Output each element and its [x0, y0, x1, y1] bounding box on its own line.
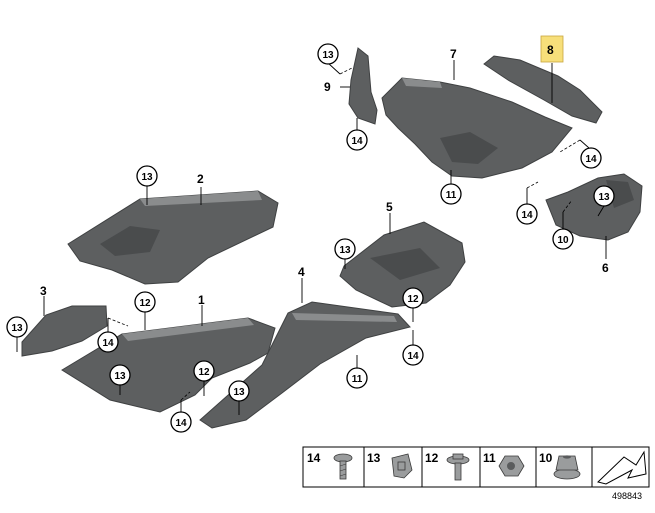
leader-lines [16, 60, 607, 415]
callout-13-f: 13 [593, 185, 615, 207]
direction-arrow-icon [597, 450, 647, 485]
bolt-washer-icon [446, 453, 470, 481]
svg-text:11: 11 [446, 190, 457, 201]
callout-13-d: 13 [228, 380, 250, 402]
legend-label-10: 10 [539, 451, 553, 465]
clip-nut-icon [391, 453, 413, 479]
svg-text:14: 14 [175, 418, 187, 429]
callout-12-a: 12 [134, 291, 156, 313]
callout-13-b: 13 [6, 316, 28, 338]
label-part-8: 8 [547, 43, 554, 57]
callout-11-b: 11 [440, 183, 462, 205]
callout-13-g: 13 [317, 43, 339, 65]
hex-nut-icon [498, 455, 525, 477]
legend-label-14: 14 [307, 451, 321, 465]
svg-text:14: 14 [585, 154, 597, 165]
svg-text:14: 14 [102, 338, 114, 349]
callout-14-e: 14 [580, 147, 602, 169]
svg-text:13: 13 [322, 50, 334, 61]
callout-12-c: 12 [402, 287, 424, 309]
callout-14-a: 14 [346, 129, 368, 151]
label-part-3: 3 [40, 284, 47, 298]
svg-text:12: 12 [139, 298, 151, 309]
label-part-7: 7 [450, 47, 457, 61]
legend-label-12: 12 [425, 451, 439, 465]
callout-13-a: 13 [136, 165, 158, 187]
label-part-5: 5 [386, 200, 393, 214]
bracket-part-9 [348, 47, 378, 125]
legend-label-13: 13 [367, 451, 381, 465]
underbody-panel-4 [199, 301, 411, 429]
callout-11-a: 11 [346, 367, 368, 389]
highlighted-label-part-8[interactable]: 8 [540, 35, 564, 63]
label-part-2: 2 [197, 172, 204, 186]
cover-part-3 [21, 305, 108, 357]
fastener-legend: 14 13 12 11 10 [302, 446, 650, 488]
svg-text:13: 13 [598, 192, 610, 203]
svg-text:13: 13 [114, 371, 126, 382]
svg-text:13: 13 [233, 387, 245, 398]
svg-text:13: 13 [141, 172, 153, 183]
callout-10-a: 10 [552, 228, 574, 250]
legend-label-11: 11 [483, 451, 496, 465]
rear-strip-part-8 [483, 55, 603, 124]
svg-text:14: 14 [521, 210, 533, 221]
svg-text:12: 12 [407, 294, 419, 305]
underbody-panel-2 [67, 190, 279, 285]
svg-text:12: 12 [198, 367, 210, 378]
svg-text:11: 11 [352, 374, 363, 385]
label-part-1: 1 [198, 293, 205, 307]
svg-text:14: 14 [407, 351, 419, 362]
flange-nut-icon [553, 455, 581, 480]
callout-14-c: 14 [170, 411, 192, 433]
svg-text:13: 13 [11, 323, 23, 334]
label-part-6: 6 [602, 261, 609, 275]
callout-13-e: 13 [334, 238, 356, 260]
callout-14-d: 14 [402, 344, 424, 366]
callout-14-f: 14 [516, 203, 538, 225]
label-part-9: 9 [324, 80, 331, 94]
svg-text:14: 14 [351, 136, 363, 147]
document-number: 498843 [612, 491, 642, 501]
svg-text:13: 13 [339, 245, 351, 256]
svg-text:10: 10 [557, 235, 569, 246]
callout-14-b: 14 [97, 331, 119, 353]
callout-12-b: 12 [193, 360, 215, 382]
underbody-panel-5 [339, 221, 466, 308]
underbody-panel-7 [381, 77, 573, 179]
callout-13-c: 13 [109, 364, 131, 386]
label-part-4: 4 [298, 265, 305, 279]
screw-icon [333, 453, 353, 480]
